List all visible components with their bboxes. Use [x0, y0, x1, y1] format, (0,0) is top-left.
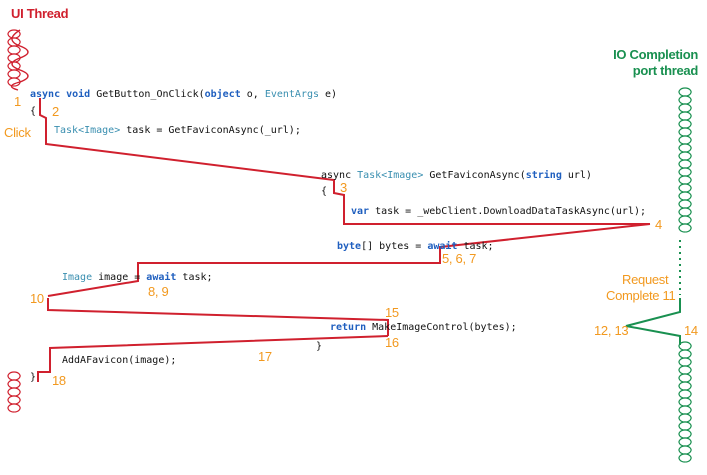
type-eventargs: EventArgs — [264, 89, 320, 100]
code-brace-open: { — [30, 106, 37, 117]
io-thread-label-line2: port thread — [632, 63, 699, 78]
step-15: 15 — [385, 305, 399, 320]
code-method-name: GetButton_OnClick( — [90, 89, 205, 100]
step-2: 2 — [52, 104, 59, 119]
type-image: Image — [62, 272, 93, 283]
code-task-end: task; — [457, 241, 494, 252]
type-task-image-2: Task<Image> — [357, 170, 424, 181]
ui-thread-flow-return-1 — [47, 223, 651, 297]
request-label-line2: Complete 11 — [606, 288, 676, 303]
kw-object: object — [204, 89, 241, 100]
step-10: 10 — [30, 291, 44, 306]
step-16: 16 — [385, 335, 399, 350]
step-1: 1 — [14, 94, 21, 109]
code-brace-open-2: { — [321, 186, 328, 197]
code-line-add-favicon: AddAFavicon(image); — [62, 355, 177, 366]
kw-byte: byte — [337, 241, 362, 252]
code-favicon-name: GetFaviconAsync( — [423, 170, 526, 181]
ui-thread-label: UI Thread — [11, 6, 69, 21]
code-param-e: e) — [319, 89, 338, 100]
code-make-image-control: MakeImageControl(bytes); — [366, 322, 517, 333]
ui-thread-flow — [39, 98, 650, 225]
kw-await-2: await — [146, 272, 177, 283]
code-param-o: o, — [240, 89, 265, 100]
kw-return: return — [330, 322, 367, 333]
step-17: 17 — [258, 349, 272, 364]
kw-string: string — [525, 170, 562, 181]
code-line-return: return MakeImageControl(bytes); — [330, 323, 517, 333]
code-brace-close-2: } — [316, 341, 323, 352]
ui-thread-coil-bottom-loops — [7, 371, 21, 413]
click-label: Click — [4, 125, 31, 140]
code-async: async — [321, 170, 358, 181]
ui-thread-coil-top-loops — [7, 29, 21, 87]
io-thread-spike — [625, 298, 681, 345]
code-param-url: url) — [561, 170, 592, 181]
code-task-end-2: task; — [176, 272, 213, 283]
code-line-get-task: Task<Image> task = GetFaviconAsync(_url)… — [54, 126, 301, 136]
step-5-6-7: 5, 6, 7 — [442, 251, 477, 266]
step-12-13: 12, 13 — [594, 323, 629, 338]
code-line-await-bytes: byte[] bytes = await task; — [337, 242, 494, 252]
io-thread-label-line1: IO Completion — [613, 47, 698, 62]
step-8-9: 8, 9 — [148, 284, 169, 299]
kw-var: var — [351, 206, 370, 217]
code-line-await-image: Image image = await task; — [62, 273, 213, 283]
code-image-var: image = — [92, 272, 147, 283]
io-thread-coil-bottom — [678, 341, 692, 463]
code-brace-close: } — [30, 372, 37, 383]
ui-thread-flow-return-2 — [37, 335, 389, 382]
kw-async-void: async void — [30, 89, 91, 100]
step-3: 3 — [340, 180, 347, 195]
code-task-assign: task = GetFaviconAsync(_url); — [120, 125, 301, 136]
step-18: 18 — [52, 373, 66, 388]
code-line-download: var task = _webClient.DownloadDataTaskAs… — [351, 207, 646, 217]
step-4: 4 — [655, 217, 662, 232]
code-line-onclick-signature: async void GetButton_OnClick(object o, E… — [30, 90, 337, 100]
code-bytes-var: [] bytes = — [361, 241, 428, 252]
code-line-favicon-signature: async Task<Image> GetFaviconAsync(string… — [321, 171, 592, 181]
step-14: 14 — [684, 323, 698, 338]
io-thread-coil-top — [678, 87, 692, 233]
request-label-line1: Request — [622, 272, 669, 287]
kw-await: await — [427, 241, 458, 252]
type-task-image: Task<Image> — [54, 125, 121, 136]
code-download-call: task = _webClient.DownloadDataTaskAsync(… — [369, 206, 647, 217]
